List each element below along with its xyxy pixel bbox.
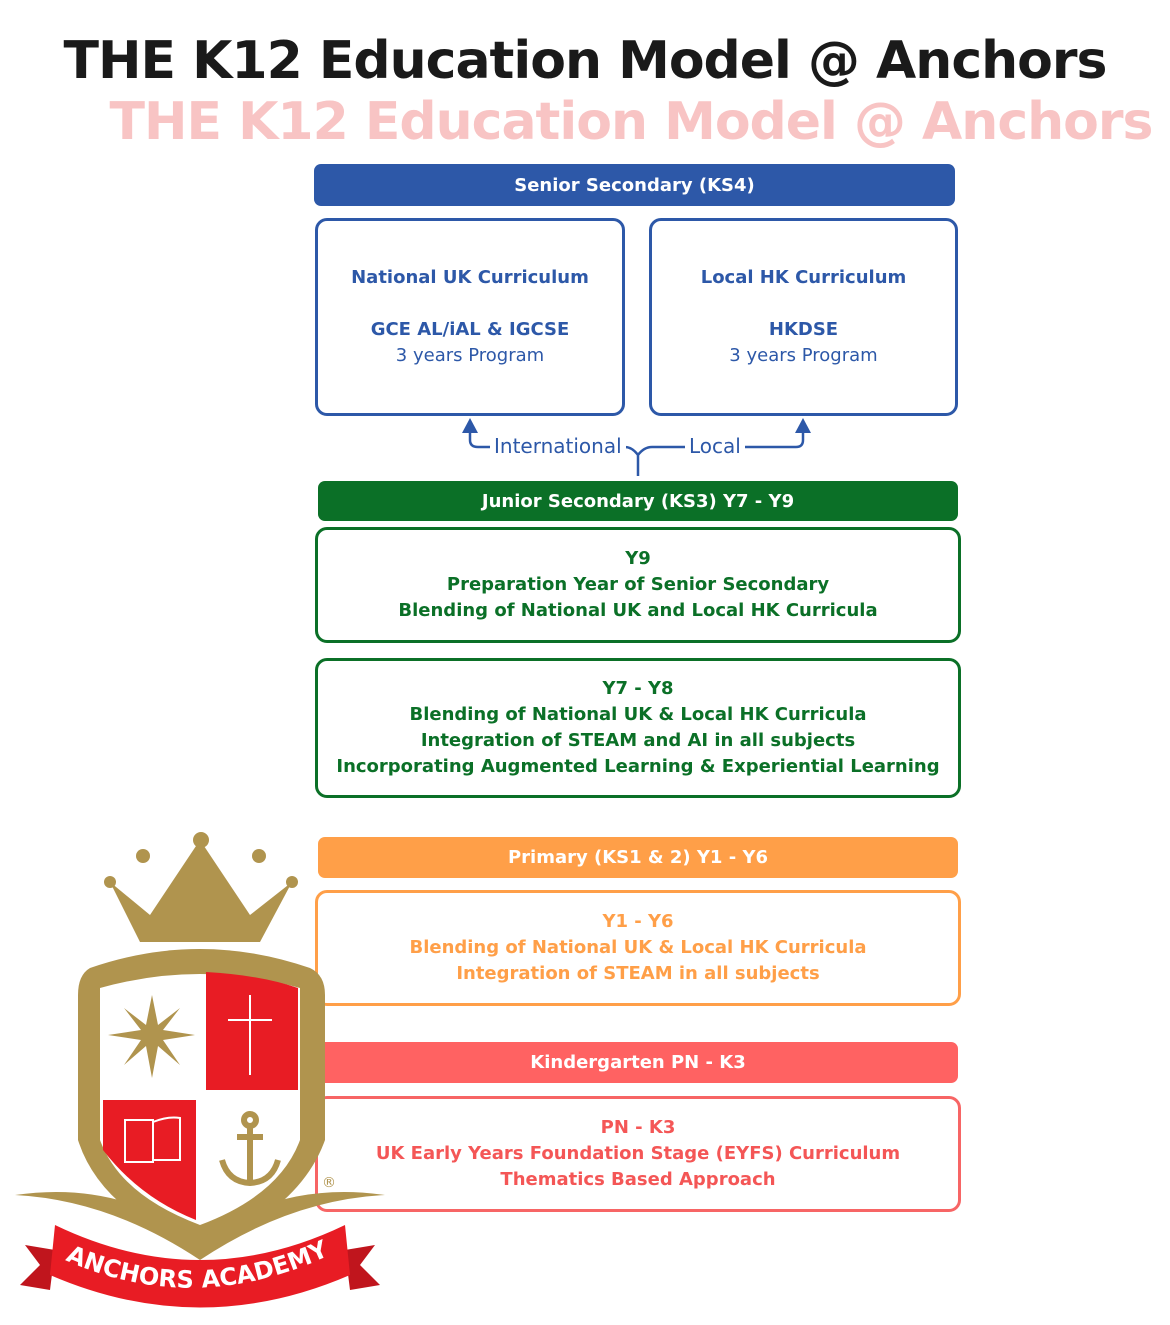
- kindergarten-line: PN - K3: [600, 1117, 676, 1138]
- y78-line: Blending of National UK & Local HK Curri…: [409, 704, 867, 725]
- logo-ribbon: [50, 1225, 350, 1308]
- y9-line: Blending of National UK and Local HK Cur…: [398, 600, 878, 621]
- book-icon: [124, 1116, 181, 1163]
- hk-program: 3 years Program: [729, 345, 878, 366]
- y9-line: Y9: [625, 548, 651, 569]
- primary-header: Primary (KS1 & 2) Y1 - Y6: [318, 837, 958, 878]
- primary-line: Blending of National UK & Local HK Curri…: [409, 937, 867, 958]
- hk-curriculum-title: Local HK Curriculum: [700, 267, 907, 288]
- path-local-label: Local: [685, 434, 745, 458]
- uk-program: 3 years Program: [395, 345, 545, 366]
- kindergarten-line: UK Early Years Foundation Stage (EYFS) C…: [375, 1143, 901, 1164]
- registered-mark: ®: [322, 1175, 336, 1191]
- hk-exam: HKDSE: [768, 319, 839, 340]
- hk-curriculum-box: Local HK Curriculum HKDSE 3 years Progra…: [649, 218, 958, 416]
- y9-box: Y9 Preparation Year of Senior Secondary …: [315, 527, 961, 643]
- crown-icon: [104, 832, 298, 942]
- junior-secondary-header: Junior Secondary (KS3) Y7 - Y9: [318, 481, 958, 521]
- kindergarten-header: Kindergarten PN - K3: [318, 1042, 958, 1083]
- y78-line: Y7 - Y8: [602, 678, 674, 699]
- primary-box: Y1 - Y6 Blending of National UK & Local …: [315, 890, 961, 1006]
- y78-line: Integration of STEAM and AI in all subje…: [420, 730, 856, 751]
- cross-icon: [228, 995, 272, 1075]
- anchor-icon: [219, 1111, 281, 1187]
- title-shadow: THE K12 Education Model @ Anchors: [109, 92, 1153, 152]
- y78-line: Incorporating Augmented Learning & Exper…: [336, 756, 940, 777]
- path-international-label: International: [490, 434, 626, 458]
- uk-curriculum-title: National UK Curriculum: [351, 267, 589, 288]
- kindergarten-box: PN - K3 UK Early Years Foundation Stage …: [315, 1096, 961, 1212]
- senior-secondary-header: Senior Secondary (KS4): [314, 164, 955, 206]
- anchors-academy-logo: ANCHORS ACADEMY ®: [15, 832, 385, 1308]
- y9-line: Preparation Year of Senior Secondary: [446, 574, 830, 595]
- primary-line: Integration of STEAM in all subjects: [456, 963, 820, 984]
- uk-curriculum-box: National UK Curriculum GCE AL/iAL & IGCS…: [315, 218, 625, 416]
- arrow-up-icon: [795, 418, 811, 433]
- kindergarten-line: Thematics Based Approach: [500, 1169, 776, 1190]
- y7-y8-box: Y7 - Y8 Blending of National UK & Local …: [315, 658, 961, 798]
- uk-exam: GCE AL/iAL & IGCSE: [370, 319, 570, 340]
- star-icon: [108, 995, 195, 1078]
- arrow-up-icon: [462, 418, 478, 433]
- primary-line: Y1 - Y6: [602, 911, 674, 932]
- page-title: THE K12 Education Model @ Anchors: [63, 31, 1107, 91]
